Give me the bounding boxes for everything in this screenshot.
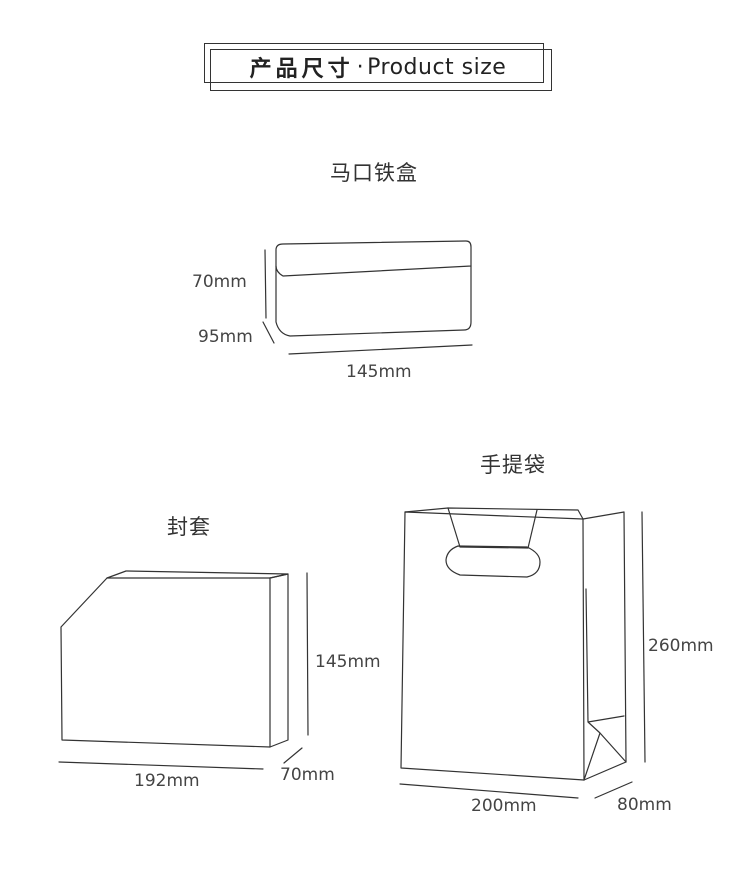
tin-box-title: 马口铁盒 [330, 161, 418, 185]
page-title: 产品尺寸 · Product size [210, 49, 546, 85]
sleeve-width-label: 192mm [134, 771, 200, 791]
tin-box-width-label: 145mm [346, 362, 412, 382]
title-separator: · [356, 54, 365, 80]
tin-box-body [275, 265, 472, 337]
bag-depth-line [594, 781, 633, 799]
bag-height-label: 260mm [648, 636, 714, 656]
tin-box-height-label: 70mm [192, 272, 247, 292]
sleeve-drawing [58, 570, 309, 770]
bag-width-label: 200mm [471, 796, 537, 816]
bag-side-gusset [583, 588, 627, 781]
tin-box-depth-line [262, 321, 275, 344]
sleeve-front [60, 577, 271, 748]
title-en: Product size [367, 54, 507, 80]
bag-side [582, 511, 627, 781]
header-frame-outer [204, 43, 544, 83]
bag-handle-panel [447, 507, 538, 549]
sleeve-height-line [306, 572, 309, 736]
bag-drawing [399, 507, 646, 799]
bag-width-line [399, 783, 579, 799]
sleeve-depth-label: 70mm [280, 765, 335, 785]
tin-box-depth-label: 95mm [198, 327, 253, 347]
sleeve-width-line [58, 761, 264, 770]
sleeve-top [106, 570, 289, 579]
tin-box-height-line [264, 249, 267, 319]
bag-front [400, 511, 585, 781]
sleeve-title: 封套 [167, 515, 211, 539]
tin-box-lid [275, 240, 472, 277]
tin-box-width-line [288, 344, 473, 355]
sleeve-depth-line [283, 747, 303, 764]
bag-depth-label: 80mm [617, 795, 672, 815]
bag-title: 手提袋 [480, 453, 546, 477]
sleeve-height-label: 145mm [315, 652, 381, 672]
bag-height-line [641, 511, 646, 763]
header-frame-inner [210, 49, 552, 91]
tin-box-drawing [262, 240, 473, 355]
title-cn: 产品尺寸 [249, 57, 354, 82]
bag-top-fold [404, 507, 584, 520]
bag-handle-hole [445, 545, 541, 578]
sleeve-side [269, 573, 289, 748]
